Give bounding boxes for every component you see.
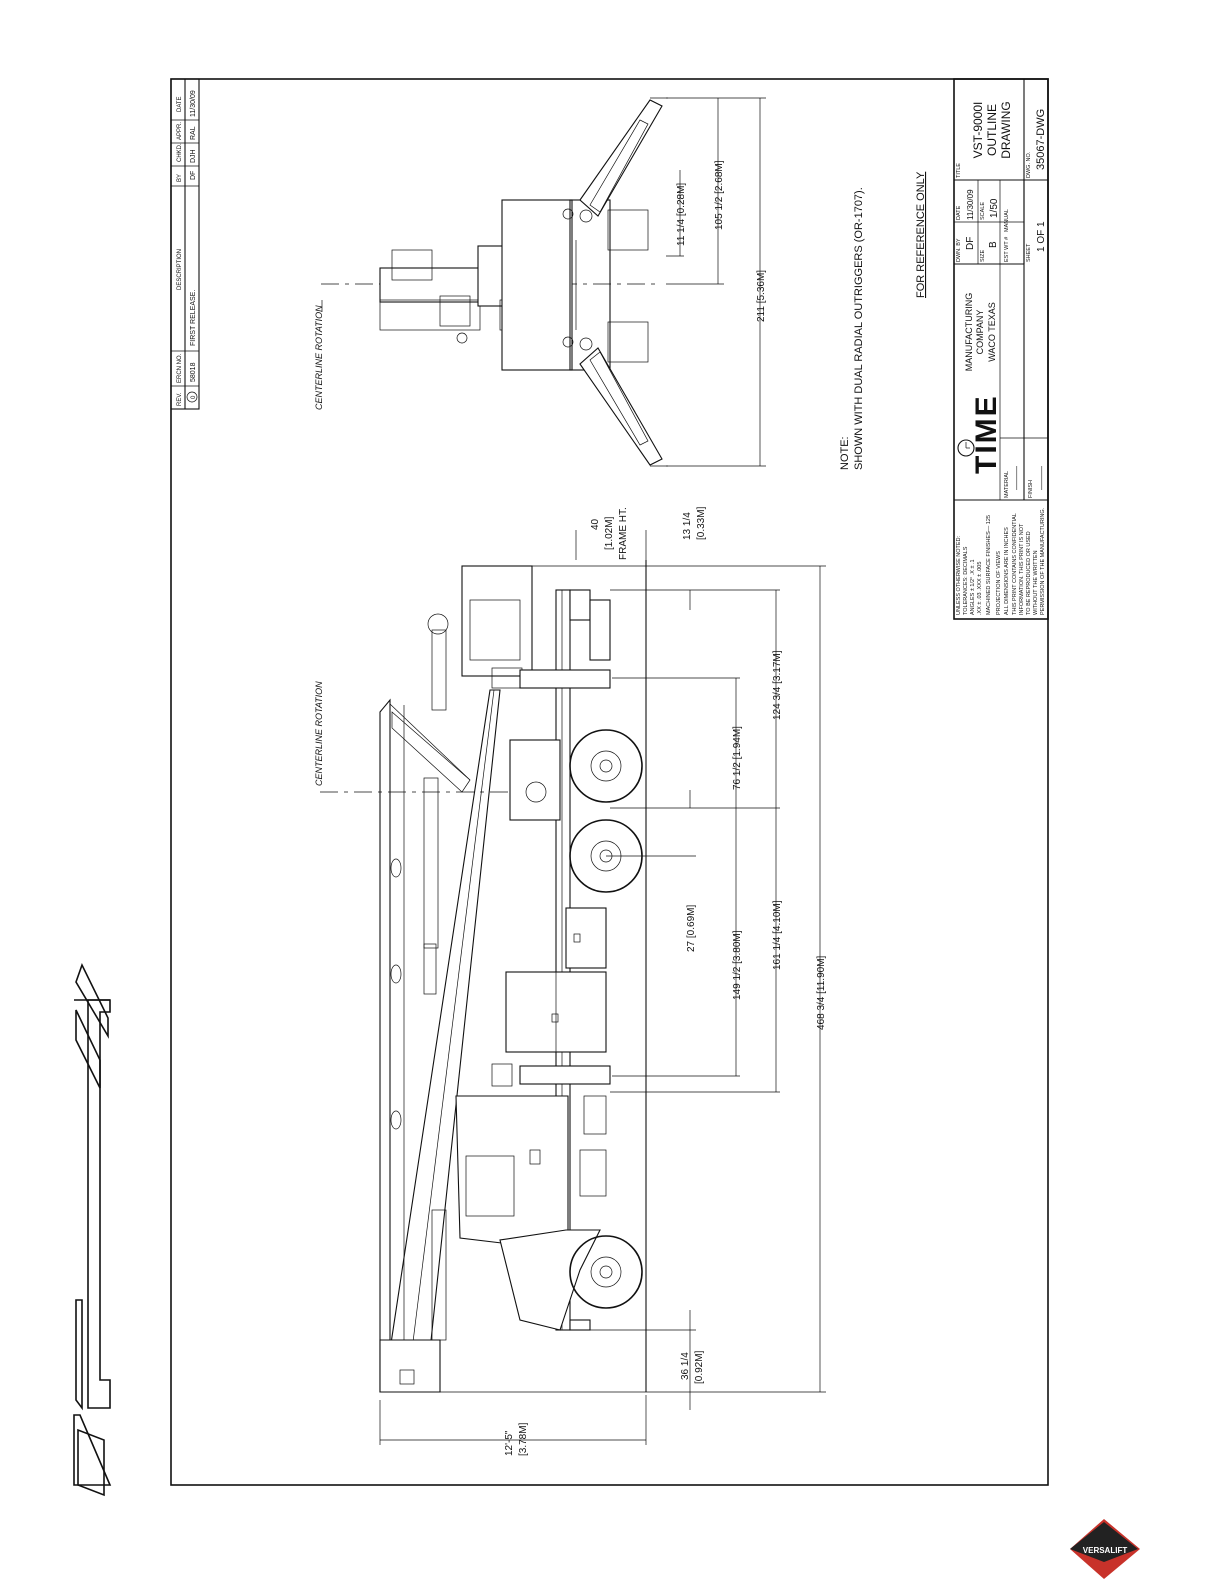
rear-view: CENTERLINE ROTATION [314,97,668,467]
dim-11: 11 1/4 [0.28M] [676,183,687,246]
rev-value-date: 11/30/09 [190,90,197,117]
side-dimensions: 40 [1.02M] FRAME HT. 13 1/4 [0.33M] 468 … [379,506,827,1456]
side-view: CENTERLINE ROTATION [314,560,647,1393]
dim-149: 149 1/2 [3.80M] [732,930,743,1000]
dim-36-metric: [0.92M] [694,1350,705,1384]
company-name-2: COMPANY [975,310,985,355]
versalift-logo: VERSALIFT [1070,1519,1140,1579]
dim-13: 13 1/4 [682,512,693,540]
sheet-value: 1 OF 1 [1036,221,1047,252]
rev-header-by: BY [177,174,183,182]
dim-161: 161 1/4 [4.10M] [772,900,783,970]
title-line-1: VST-9000I [971,102,985,159]
dim-27: 27 [0.69M] [686,905,697,952]
sheet-label: SHEET [1026,243,1032,262]
title-line-3: DRAWING [999,101,1013,159]
date-value: 11/30/09 [966,189,975,220]
size-label: SIZE [980,249,986,262]
tolerance-line: TO BE REPRODUCED OR USED [1026,531,1032,615]
material-value: ——— [1012,466,1021,490]
date-label: DATE [956,205,962,220]
versalift-text: VERSALIFT [1083,1546,1128,1555]
clock-icon [957,439,975,457]
title-block: UNLESS OTHERWISE NOTED: TOLERANCES: DECI… [953,78,1049,620]
scale-label: SCALE [980,202,986,220]
revision-block: REV. ERCN NO. DESCRIPTION BY CHKD. APPR.… [170,78,200,410]
est-wt-value: MANUAL [1004,209,1010,232]
title-line-2: OUTLINE [985,104,999,156]
rev-header-ercn: ERCN NO. [177,353,183,383]
tolerance-line: MACHINED SURFACE FINISHES— 125 [986,515,992,615]
dim-36: 36 1/4 [680,1352,691,1380]
tolerance-line: PROJECTION OF VIEWS [996,551,1002,615]
dim-105: 105 1/2 [2.68M] [714,160,725,230]
rev-header-date: DATE [177,96,183,112]
drn-by-value: DF [965,237,976,250]
dwg-no-label: DWG. NO. [1026,151,1032,178]
tolerance-line: UNLESS OTHERWISE NOTED: [956,535,962,615]
drn-by-label: DWN. BY [956,238,962,262]
centerline-label-side: CENTERLINE ROTATION [314,681,324,786]
note-text: SHOWN WITH DUAL RADIAL OUTRIGGERS (OR-17… [853,187,865,470]
dim-13-metric: [0.33M] [696,506,707,540]
rev-header-appr: APPR. [177,122,183,140]
dim-211: 211 [5.36M] [756,270,767,322]
tolerance-line: TOLERANCES: DECIMALS [963,546,969,615]
rev-value-by: DF [190,171,197,180]
tolerance-line: INFORMATION. THIS PRINT IS NOT [1019,523,1025,615]
dim-124: 124 3/4 [3.17M] [772,650,783,720]
dim-468: 468 3/4 [11.90M] [816,955,827,1030]
reference-note: FOR REFERENCE ONLY [915,171,927,298]
material-label: MATERIAL [1004,471,1010,498]
dwg-no-value: 35067-DWG [1035,109,1047,170]
rev-value-rev: 0 [191,395,197,399]
rev-value-appr: RAL [190,126,197,140]
rev-header-rev: REV. [177,392,183,406]
dim-76: 76 1/2 [1.94M] [732,726,743,790]
centerline-label-rear: CENTERLINE ROTATION [314,305,324,410]
size-value: B [988,241,999,248]
est-wt-label: EST WT # [1004,236,1010,262]
rev-value-chkd: DJH [190,149,197,163]
tolerance-line: WITHOUT THE WRITTEN [1033,550,1039,615]
tolerance-line: ALL DIMENSIONS ARE IN INCHES [1004,527,1010,615]
rev-header-desc: DESCRIPTION [177,249,183,290]
tolerance-line: THIS PRINT CONTAINS CONFIDENTIAL [1012,513,1018,615]
title-label: TITLE [956,163,962,178]
drawing-border [170,78,1049,1486]
dim-12: 12'-5" [504,1430,515,1456]
dim-40: 40 [590,518,601,530]
tolerance-notes: UNLESS OTHERWISE NOTED: TOLERANCES: DECI… [956,507,1046,615]
tolerance-line: .XX ± .03 .XXX ± .005 [977,562,983,615]
dim-12-metric: [3.78M] [518,1422,529,1456]
note-title: NOTE: [839,436,851,470]
tolerance-line: ANGLES ± 1/2° .X ± .1 [970,559,976,615]
rev-value-ercn: 58018 [190,362,197,382]
rev-value-desc: FIRST RELEASE. [190,290,197,346]
scale-value: 1/50 [989,198,1000,218]
company-name-3: WACO TEXAS [987,302,997,362]
finish-label: FINISH [1028,480,1034,498]
tolerance-line: PERMISSION OF THE MANUFACTURING. [1040,507,1046,615]
rear-dimensions: 211 [5.36M] 105 1/2 [2.68M] 11 1/4 [0.28… [666,97,767,467]
company-logo: TIME [970,394,1003,474]
rev-header-chkd: CHKD. [177,143,183,162]
left-stripe-decoration [73,962,112,1497]
finish-value: ——— [1037,466,1046,490]
company-name-1: MANUFACTURING [964,293,974,372]
dim-40-note: FRAME HT. [618,507,629,560]
dim-40-metric: [1.02M] [604,516,615,550]
